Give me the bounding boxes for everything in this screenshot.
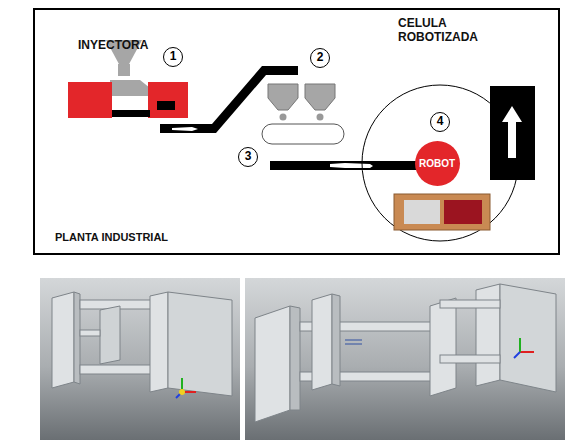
plant-title: PLANTA INDUSTRIAL	[55, 231, 168, 243]
machine-label: INYECTORA	[78, 39, 148, 53]
cell-label: CELULA ROBOTIZADA	[398, 17, 494, 45]
callout-number: 3	[238, 147, 258, 167]
callout-text: 4	[437, 115, 444, 128]
callout-text: 2	[317, 51, 324, 64]
robot-circle: ROBOT	[415, 141, 460, 186]
callout-number: 1	[163, 47, 183, 67]
robot-label: ROBOT	[419, 158, 455, 169]
callout-number: 4	[430, 112, 450, 132]
callout-text: 3	[245, 150, 252, 163]
callout-number: 2	[310, 48, 330, 68]
callout-text: 1	[170, 50, 177, 63]
